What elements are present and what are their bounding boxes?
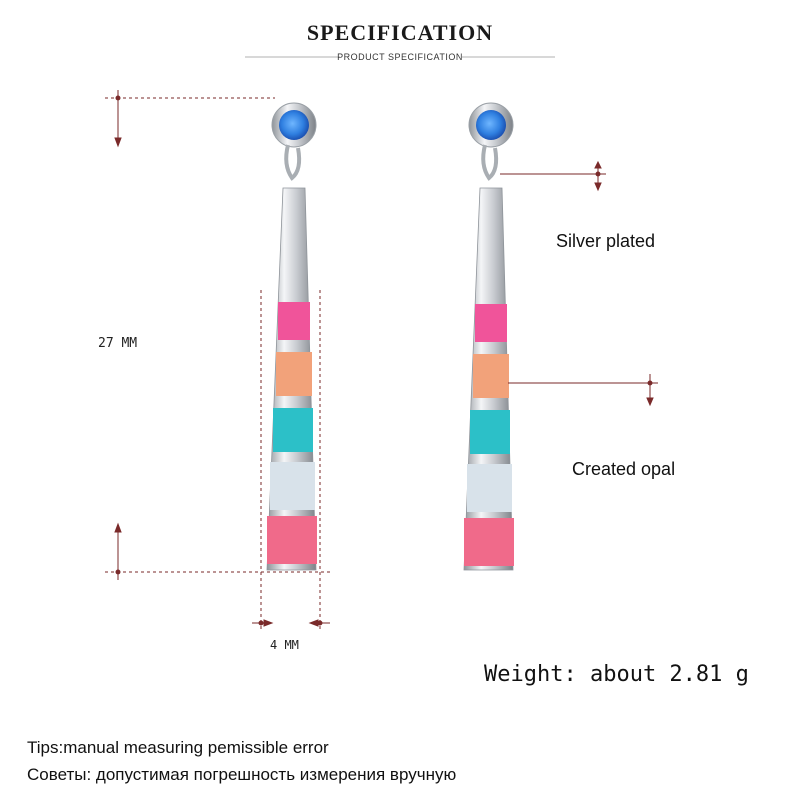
width-dimension-label: 4 MM xyxy=(270,638,299,652)
tips-english: Tips:manual measuring pemissible error xyxy=(27,738,329,757)
earring-left xyxy=(266,102,317,571)
stud-opal-left xyxy=(279,110,309,140)
created-opal-label: Created opal xyxy=(572,459,676,479)
tips-russian: Советы: допустимая погрешность измерения… xyxy=(27,765,457,784)
silver-plated-label: Silver plated xyxy=(556,231,656,251)
earring-right xyxy=(463,102,514,571)
opal-segment-turquoise xyxy=(273,408,313,452)
callout-opal-line xyxy=(508,374,658,407)
stud-opal-right xyxy=(476,110,506,140)
opal-segment-coral xyxy=(267,516,317,564)
page-title: SPECIFICATION xyxy=(306,20,494,45)
weight-label: Weight: about 2.81 g xyxy=(484,662,749,687)
opal-segment-pink xyxy=(278,302,310,340)
opal-segment-peach xyxy=(276,352,312,396)
height-dimension-label: 27 MM xyxy=(98,336,138,351)
callout-silver-line xyxy=(500,160,606,192)
width-dimension xyxy=(252,290,330,630)
opal-segment-white xyxy=(270,462,315,510)
height-dimension xyxy=(105,90,330,580)
page-subtitle: PRODUCT SPECIFICATION xyxy=(337,52,463,62)
